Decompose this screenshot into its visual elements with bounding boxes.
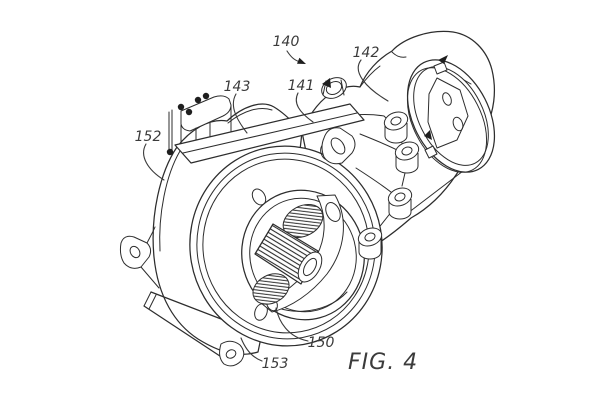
ref-numeral-150: 150 bbox=[308, 335, 335, 351]
terminal-bolt bbox=[177, 103, 185, 111]
terminal-bolt bbox=[185, 108, 193, 116]
terminal-bolt bbox=[194, 96, 202, 104]
ref-numeral-142: 142 bbox=[353, 45, 380, 61]
terminal-bolt bbox=[166, 148, 174, 156]
figure-caption: FIG. 4 bbox=[348, 350, 418, 375]
gear-recess bbox=[241, 189, 365, 321]
bolt-boss bbox=[383, 111, 409, 144]
planet-gear bbox=[252, 273, 290, 305]
leader-line-142 bbox=[357, 59, 389, 102]
leader-line-143 bbox=[232, 93, 248, 134]
ref-numeral-153: 153 bbox=[262, 356, 289, 372]
ref-numeral-143: 143 bbox=[224, 79, 251, 95]
mounting-ear-right bbox=[321, 127, 356, 165]
leader-line-141 bbox=[295, 92, 314, 123]
leader-line-150 bbox=[275, 307, 309, 342]
leader-line-153 bbox=[240, 337, 263, 362]
output-shaft bbox=[254, 223, 323, 285]
gearbox-end-cover bbox=[406, 55, 496, 173]
leader-arrowhead-140 bbox=[297, 57, 306, 64]
bolt-boss bbox=[387, 187, 413, 220]
ref-numeral-141: 141 bbox=[288, 78, 315, 94]
hex-fitting bbox=[321, 77, 347, 99]
bolt-boss-front bbox=[357, 227, 383, 260]
annotations: 140 141 142 143 150 152 153 FIG. 4 bbox=[135, 34, 418, 375]
leader-line-152 bbox=[143, 143, 165, 181]
ref-numeral-152: 152 bbox=[135, 129, 162, 145]
terminal-bolt bbox=[202, 92, 210, 100]
leader-line-140 bbox=[286, 50, 301, 63]
ref-numeral-140: 140 bbox=[273, 34, 300, 50]
bolt-boss bbox=[394, 141, 420, 174]
mounting-ear-left bbox=[119, 226, 160, 289]
